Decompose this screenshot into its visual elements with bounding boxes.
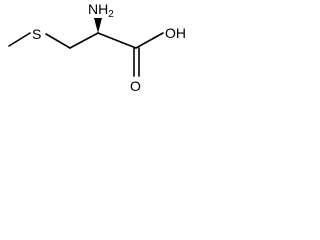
molecule-canvas: S NH2 OH O: [0, 0, 194, 117]
carbonyl-oxygen-label: O: [130, 78, 141, 94]
bond-ch2-alpha-carbon: [69, 32, 99, 49]
amine-label: NH2: [88, 1, 114, 20]
structural-formula: S NH2 OH O: [8, 1, 186, 94]
bond-methyl-sulfur: [8, 32, 31, 47]
bond-alpha-carbon-carboxyl: [97, 32, 137, 49]
bond-carboxyl-hydroxyl: [135, 32, 164, 49]
hydroxyl-label: OH: [165, 25, 186, 41]
sulfur-label: S: [32, 26, 41, 42]
amine-main: NH: [88, 1, 108, 17]
amine-subscript: 2: [108, 9, 114, 20]
wedge-bond-amine: [94, 18, 102, 33]
bond-sulfur-ch2: [45, 33, 71, 49]
